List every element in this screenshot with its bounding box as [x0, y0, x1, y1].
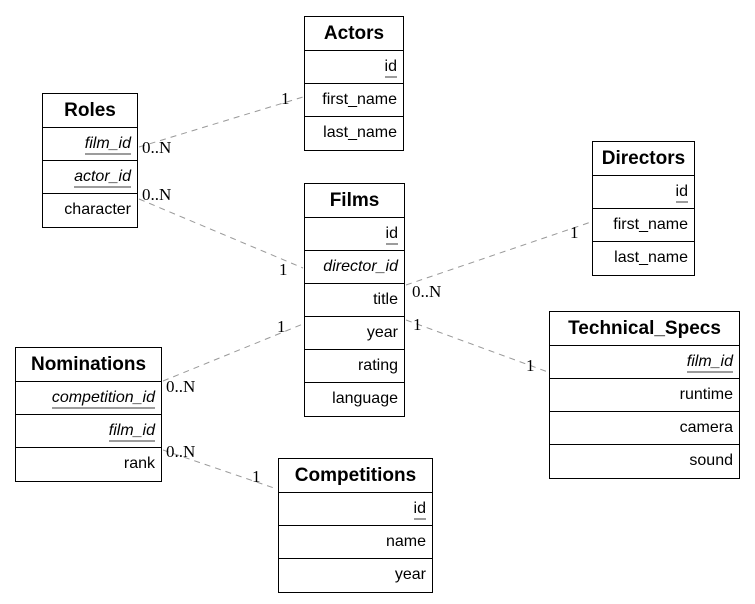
relation-line-films-directors	[405, 221, 592, 286]
field-row-technical_specs-runtime: runtime	[550, 379, 739, 412]
cardinality-label-nominations-competitions-1: 1	[252, 467, 261, 486]
cardinality-label-roles-films-0: 0..N	[142, 185, 172, 204]
field-row-actors-id: id	[305, 51, 403, 84]
field-row-actors-first_name: first_name	[305, 84, 403, 117]
field-label: first_name	[613, 216, 688, 233]
field-label: id	[413, 499, 426, 520]
field-row-technical_specs-sound: sound	[550, 445, 739, 478]
field-row-competitions-year: year	[279, 559, 432, 592]
cardinality-label-films-directors-0: 0..N	[412, 282, 442, 301]
field-row-roles-actor_id: actor_id	[43, 161, 137, 194]
field-label: sound	[689, 452, 733, 469]
field-row-technical_specs-film_id: film_id	[550, 346, 739, 379]
field-label: year	[366, 324, 398, 341]
cardinality-label-films-technical_specs-0: 1	[413, 315, 422, 334]
field-label: competition_id	[51, 388, 155, 409]
field-label: film_id	[686, 352, 733, 373]
entity-table-directors: Directors id first_name last_name	[592, 141, 695, 276]
field-row-competitions-id: id	[279, 493, 432, 526]
field-row-directors-id: id	[593, 176, 694, 209]
entity-title-nominations: Nominations	[16, 348, 161, 382]
field-label: film_id	[108, 421, 155, 442]
field-label: name	[385, 533, 426, 550]
cardinality-label-films-technical_specs-1: 1	[526, 356, 535, 375]
field-row-films-title: title	[305, 284, 404, 317]
field-label: title	[373, 291, 398, 308]
field-label: rank	[123, 455, 155, 472]
field-row-roles-character: character	[43, 194, 137, 227]
field-row-nominations-film_id: film_id	[16, 415, 161, 448]
field-label: year	[394, 566, 426, 583]
field-row-films-director_id: director_id	[305, 251, 404, 284]
field-row-nominations-competition_id: competition_id	[16, 382, 161, 415]
entity-table-actors: Actors id first_name last_name	[304, 16, 404, 151]
entity-title-films: Films	[305, 184, 404, 218]
field-row-directors-last_name: last_name	[593, 242, 694, 275]
cardinality-label-films-directors-1: 1	[570, 223, 579, 242]
field-row-films-language: language	[305, 383, 404, 416]
field-row-films-id: id	[305, 218, 404, 251]
field-label: actor_id	[74, 167, 131, 188]
cardinality-label-nominations-films-0: 0..N	[166, 377, 196, 396]
field-label: id	[385, 224, 398, 245]
field-row-roles-film_id: film_id	[43, 128, 137, 161]
cardinality-label-roles-actors-0: 0..N	[142, 138, 172, 157]
relation-line-roles-films	[138, 198, 304, 269]
entity-title-roles: Roles	[43, 94, 137, 128]
field-row-competitions-name: name	[279, 526, 432, 559]
field-label: first_name	[322, 91, 397, 108]
entity-title-actors: Actors	[305, 17, 403, 51]
field-row-directors-first_name: first_name	[593, 209, 694, 242]
field-label: last_name	[614, 249, 688, 266]
cardinality-label-roles-films-1: 1	[279, 260, 288, 279]
field-label: runtime	[679, 386, 733, 403]
cardinality-label-nominations-competitions-0: 0..N	[166, 442, 196, 461]
field-label: last_name	[323, 124, 397, 141]
cardinality-label-nominations-films-1: 1	[277, 317, 286, 336]
relation-line-nominations-competitions	[162, 449, 278, 490]
field-row-actors-last_name: last_name	[305, 117, 403, 150]
field-row-technical_specs-camera: camera	[550, 412, 739, 445]
field-row-films-rating: rating	[305, 350, 404, 383]
field-label: film_id	[84, 134, 131, 155]
field-label: rating	[357, 357, 398, 374]
relation-line-nominations-films	[162, 323, 304, 382]
field-row-films-year: year	[305, 317, 404, 350]
entity-title-directors: Directors	[593, 142, 694, 176]
entity-table-competitions: Competitions id name year	[278, 458, 433, 593]
relation-line-films-technical_specs	[405, 319, 549, 373]
field-label: director_id	[323, 258, 398, 275]
entity-table-roles: Roles film_id actor_id character	[42, 93, 138, 228]
entity-title-technical_specs: Technical_Specs	[550, 312, 739, 346]
field-label: character	[64, 201, 131, 218]
field-label: id	[384, 57, 397, 78]
field-row-nominations-rank: rank	[16, 448, 161, 481]
entity-title-competitions: Competitions	[279, 459, 432, 493]
field-label: camera	[679, 419, 733, 436]
cardinality-label-roles-actors-1: 1	[281, 89, 290, 108]
field-label: language	[332, 390, 398, 407]
field-label: id	[675, 182, 688, 203]
